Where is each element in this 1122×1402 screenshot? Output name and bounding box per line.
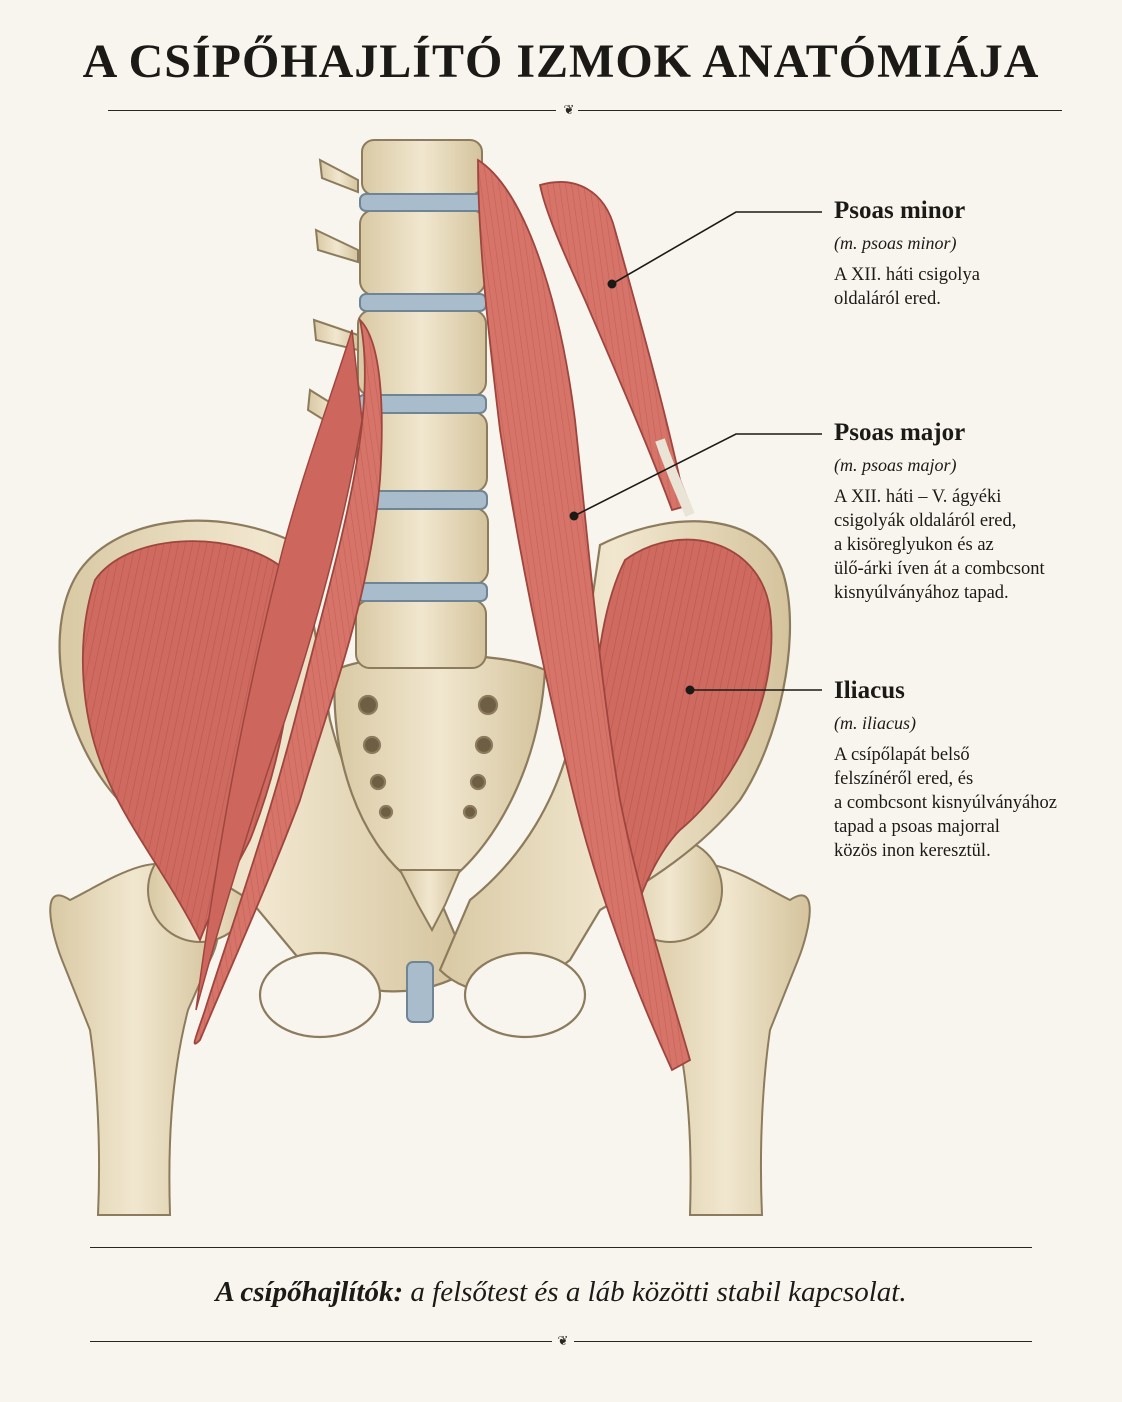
psoas-major-latin: (m. psoas major) (834, 455, 957, 475)
psoas-minor-name: Psoas minor (834, 197, 966, 224)
left-psoas-major-outer (195, 329, 363, 1011)
leader-lines (573, 211, 822, 691)
psoas-minor-tendon (655, 438, 695, 517)
label-psoas-minor: Psoas minor (m. psoas minor) A XII. háti… (834, 196, 1104, 311)
psoas-minor-description: A XII. háti csigolya oldaláról ered. (834, 265, 980, 309)
iliacus-latin: (m. iliacus) (834, 713, 916, 733)
caption-rest: a felsőtest és a láb közötti stabil kapc… (403, 1276, 907, 1308)
caption-lead: A csípőhajlítók: (215, 1276, 404, 1308)
label-iliacus: Iliacus (m. iliacus) A csípőlapát belső … (834, 676, 1104, 863)
iliacus-description: A csípőlapát belső felszínéről ered, és … (834, 745, 1057, 861)
caption-divider-bottom-left (90, 1341, 552, 1342)
pubic-symphysis (406, 961, 434, 1023)
title-ornament-icon: ❦ (561, 102, 577, 118)
psoas-major-name: Psoas major (834, 419, 966, 446)
caption-divider-bottom-right (574, 1341, 1032, 1342)
hip-flexor-illustration (49, 139, 822, 1216)
iliacus-name: Iliacus (834, 677, 905, 704)
coccyx (398, 869, 462, 933)
right-psoas-major (477, 158, 692, 1072)
caption-ornament-icon: ❦ (555, 1333, 571, 1349)
left-psoas-major (193, 317, 383, 1045)
caption: A csípőhajlítók: a felsőtest és a láb kö… (0, 1276, 1122, 1309)
title-divider-right (578, 110, 1062, 111)
psoas-minor-latin: (m. psoas minor) (834, 233, 957, 253)
lumbar-spine (306, 139, 489, 669)
caption-divider-top (90, 1247, 1032, 1248)
title-divider-left (108, 110, 556, 111)
label-psoas-major: Psoas major (m. psoas major) A XII. háti… (834, 418, 1104, 605)
psoas-major-description: A XII. háti – V. ágyéki csigolyák oldalá… (834, 487, 1045, 603)
right-femur (617, 837, 811, 1216)
page-title: A CSÍPŐHAJLÍTÓ IZMOK ANATÓMIÁJA (82, 35, 1040, 88)
